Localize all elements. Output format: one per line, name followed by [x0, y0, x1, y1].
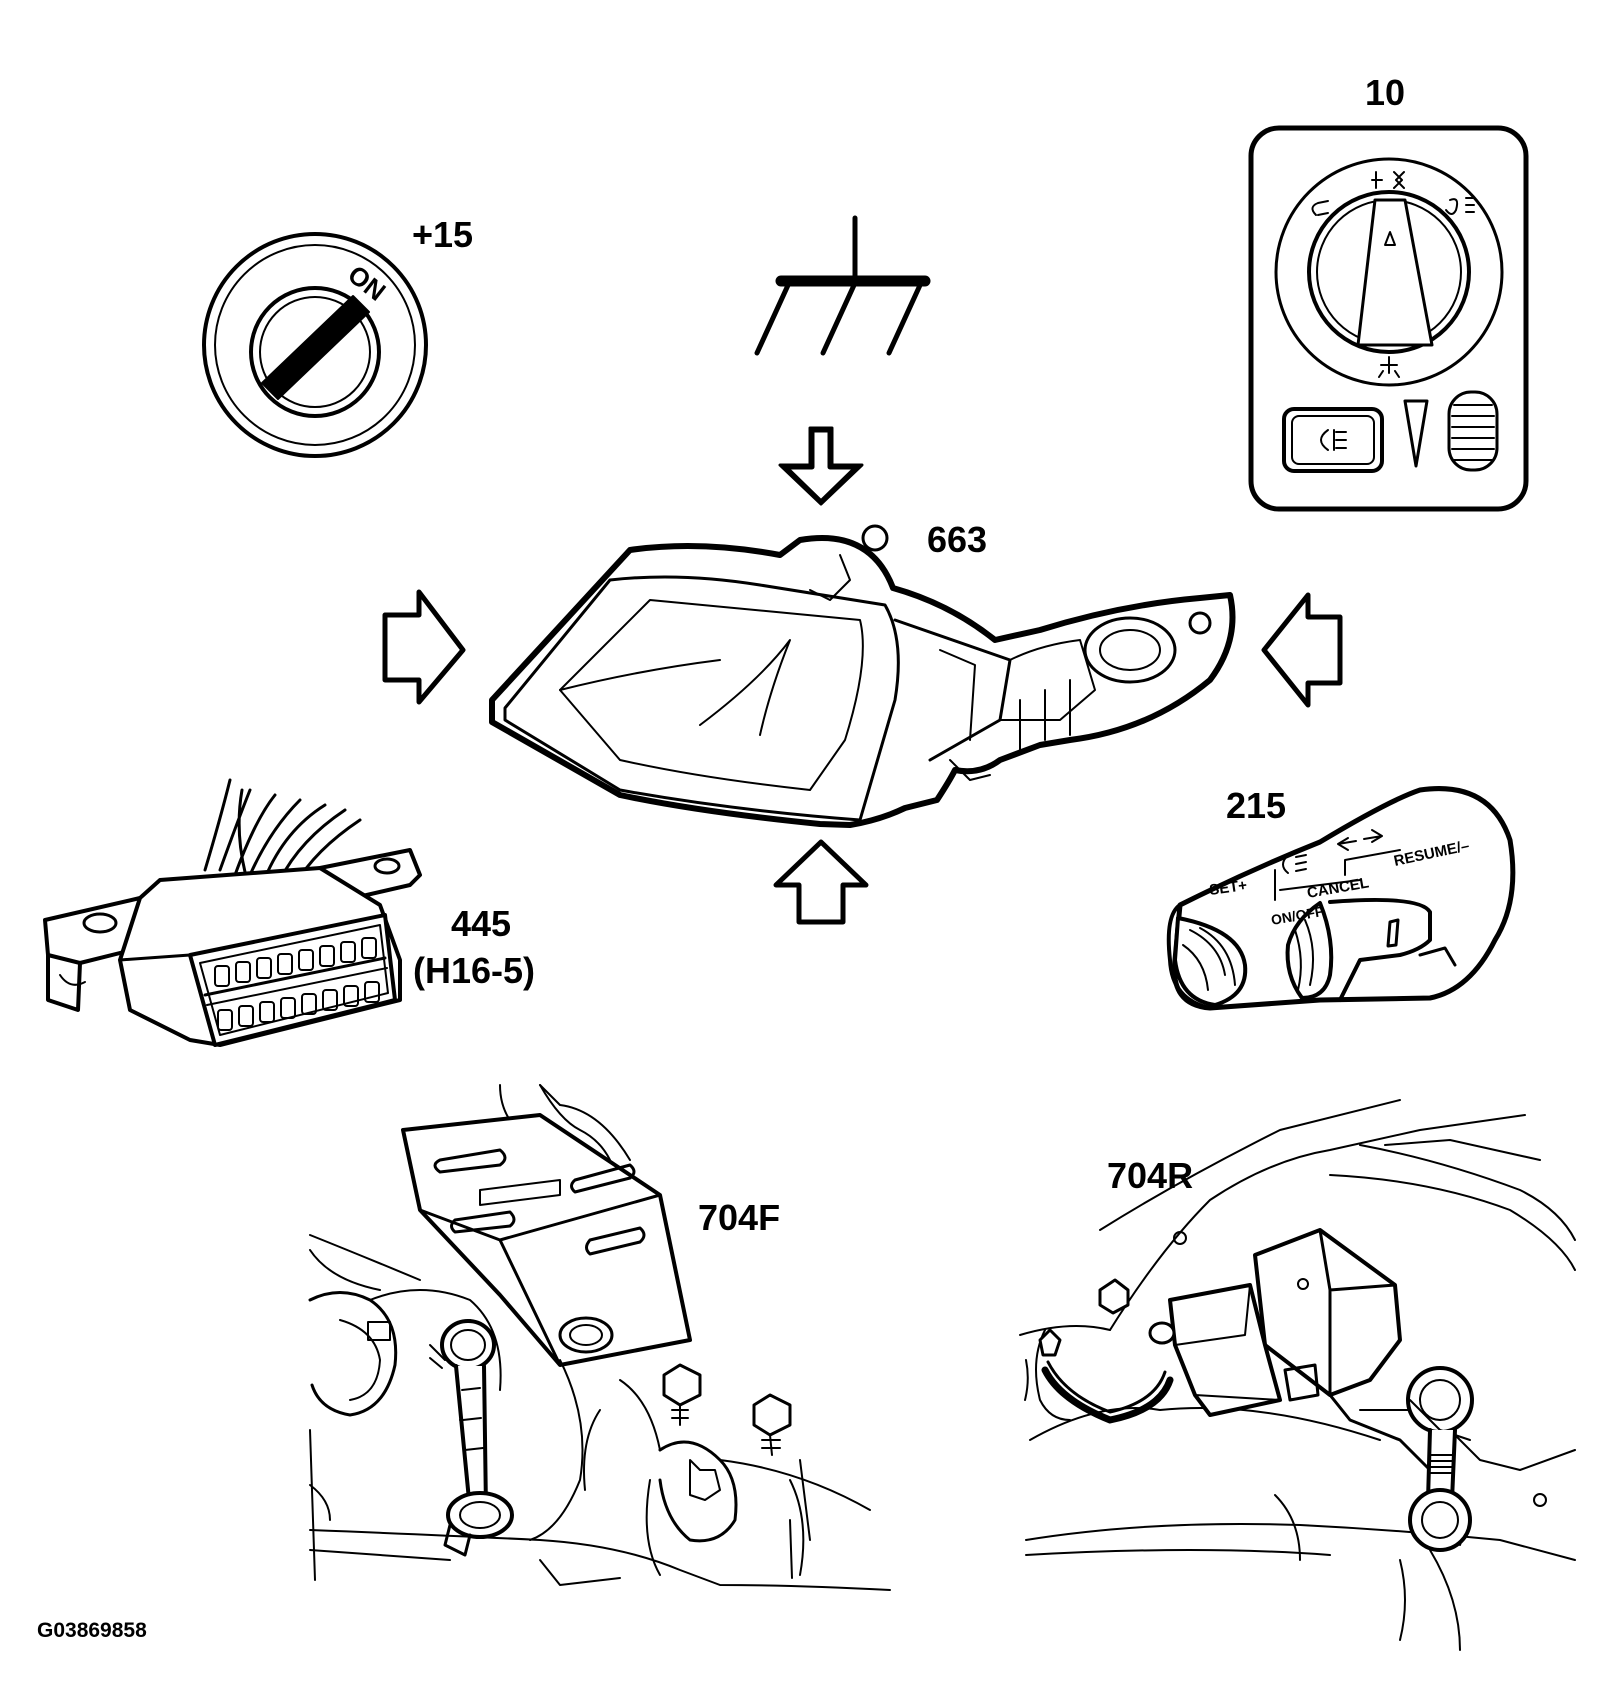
stalk-set-marking: SET+ — [1208, 877, 1248, 899]
rear-level-sensor-illustration — [1019, 1099, 1576, 1651]
label-cruise-control-switch: 215 — [1226, 785, 1286, 826]
arrow-top — [778, 426, 864, 506]
ground-symbol — [754, 215, 931, 356]
arrow-left — [382, 589, 466, 705]
figure-id: G03869858 — [37, 1619, 147, 1642]
label-front-level-sensor: 704F — [698, 1197, 780, 1238]
arrow-right — [1261, 592, 1343, 708]
label-data-link-connector: 445 — [451, 903, 511, 944]
arrow-bottom — [773, 839, 869, 925]
ignition-switch-illustration: ON — [202, 232, 428, 458]
cruise-control-switch-illustration: SET+ RESUME/– CANCEL ON/OFF — [1166, 786, 1516, 1011]
light-switch-illustration — [1248, 125, 1529, 512]
data-link-connector-illustration — [43, 778, 422, 1047]
label-light-switch: 10 — [1365, 72, 1405, 113]
label-rear-level-sensor: 704R — [1107, 1155, 1193, 1196]
label-headlamp: 663 — [927, 519, 987, 560]
label-ignition-switch: +15 — [412, 214, 473, 255]
headlamp-illustration — [489, 524, 1236, 828]
label-data-link-connector-id: (H16-5) — [413, 950, 535, 991]
front-level-sensor-illustration — [308, 1084, 891, 1591]
